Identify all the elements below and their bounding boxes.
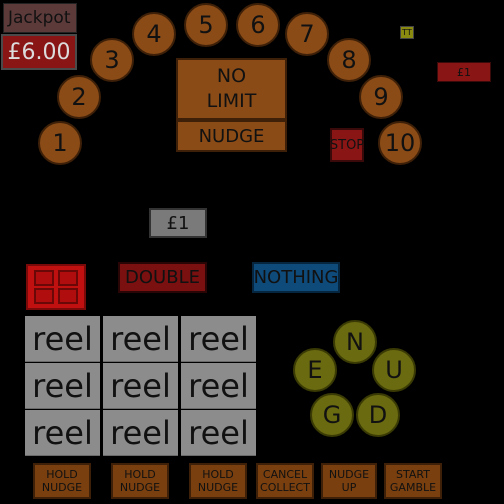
double-indicator: DOUBLE bbox=[118, 262, 207, 293]
button-label: HOLD bbox=[124, 468, 156, 481]
reel-2-middle: reel bbox=[103, 363, 178, 409]
nudge-letter-d: D bbox=[356, 393, 400, 437]
nudge-letter-u: U bbox=[372, 348, 416, 392]
button-label: UP bbox=[341, 481, 357, 494]
button-label: NUDGE bbox=[328, 468, 370, 481]
feature-light bbox=[34, 270, 54, 286]
credit-red-indicator: £1 bbox=[437, 62, 491, 82]
nudge-letter-g: G bbox=[310, 393, 354, 437]
stake-display: £1 bbox=[149, 208, 207, 238]
trail-step-3: 3 bbox=[90, 38, 134, 82]
reel-3-bottom: reel bbox=[181, 410, 256, 456]
nudge-letter-e: E bbox=[293, 348, 337, 392]
trail-step-1: 1 bbox=[38, 121, 82, 165]
trail-step-2: 2 bbox=[57, 75, 101, 119]
hold-nudge-button-1[interactable]: HOLD NUDGE bbox=[33, 463, 91, 499]
trail-step-4: 4 bbox=[132, 12, 176, 56]
button-label: CANCEL bbox=[262, 468, 308, 481]
nudge-panel: NUDGE bbox=[176, 120, 287, 152]
feature-light bbox=[58, 288, 78, 304]
reel-3-top: reel bbox=[181, 316, 256, 362]
cancel-collect-button[interactable]: CANCEL COLLECT bbox=[256, 463, 314, 499]
no-limit-line2: LIMIT bbox=[206, 90, 257, 112]
feature-light bbox=[58, 270, 78, 286]
button-label: HOLD bbox=[46, 468, 78, 481]
reel-1-top: reel bbox=[25, 316, 100, 362]
button-label: HOLD bbox=[202, 468, 234, 481]
jackpot-label: Jackpot bbox=[3, 3, 77, 33]
reel-1-middle: reel bbox=[25, 363, 100, 409]
button-label: GAMBLE bbox=[389, 481, 437, 494]
nudge-letter-n: N bbox=[333, 320, 377, 364]
button-label: START bbox=[396, 468, 430, 481]
button-label: NUDGE bbox=[119, 481, 161, 494]
feature-lights-panel bbox=[26, 264, 86, 310]
trail-step-10: 10 bbox=[378, 121, 422, 165]
feature-light bbox=[34, 288, 54, 304]
reel-2-bottom: reel bbox=[103, 410, 178, 456]
tt-indicator: TT bbox=[400, 26, 414, 39]
button-label: COLLECT bbox=[260, 481, 310, 494]
start-gamble-button[interactable]: START GAMBLE bbox=[384, 463, 442, 499]
trail-step-5: 5 bbox=[184, 3, 228, 47]
jackpot-value: £6.00 bbox=[1, 34, 77, 70]
trail-step-9: 9 bbox=[359, 75, 403, 119]
trail-step-7: 7 bbox=[285, 12, 329, 56]
reel-1-bottom: reel bbox=[25, 410, 100, 456]
reel-3-middle: reel bbox=[181, 363, 256, 409]
hold-nudge-button-3[interactable]: HOLD NUDGE bbox=[189, 463, 247, 499]
button-label: NUDGE bbox=[41, 481, 83, 494]
nudge-up-button[interactable]: NUDGE UP bbox=[321, 463, 377, 499]
reel-2-top: reel bbox=[103, 316, 178, 362]
nothing-indicator: NOTHING bbox=[252, 262, 340, 293]
no-limit-panel: NO LIMIT bbox=[176, 58, 287, 120]
stop-indicator: STOP bbox=[330, 128, 364, 162]
trail-step-6: 6 bbox=[236, 3, 280, 47]
no-limit-line1: NO bbox=[216, 65, 247, 87]
trail-step-8: 8 bbox=[327, 38, 371, 82]
hold-nudge-button-2[interactable]: HOLD NUDGE bbox=[111, 463, 169, 499]
button-label: NUDGE bbox=[197, 481, 239, 494]
